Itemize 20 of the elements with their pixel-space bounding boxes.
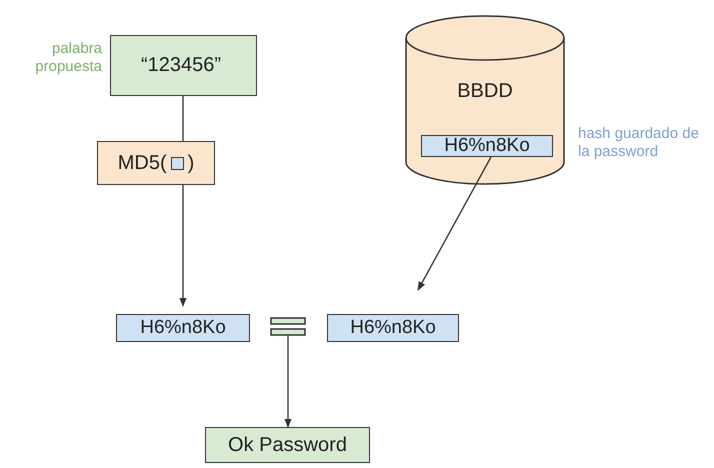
function-text: ) xyxy=(188,152,194,174)
hash-box xyxy=(327,314,459,342)
box-label: H6%n8Ko xyxy=(444,135,530,157)
box-label: “123456” xyxy=(141,54,222,77)
equals-sign xyxy=(270,316,306,338)
arrow xyxy=(179,185,187,307)
process-box xyxy=(205,427,370,463)
annotation-text: palabra propuesta xyxy=(34,40,102,76)
process-box xyxy=(110,35,257,96)
arrow xyxy=(417,156,492,291)
function-box xyxy=(97,141,215,185)
box-label: Ok Password xyxy=(228,434,347,456)
arrow xyxy=(284,335,292,428)
annotation-text: hash guardado de la password xyxy=(578,125,700,161)
hash-box xyxy=(116,314,250,342)
box-label: H6%n8Ko xyxy=(350,317,436,339)
database-label: BBDD xyxy=(456,80,514,103)
box-label: H6%n8Ko xyxy=(140,317,226,339)
function-text: MD5( xyxy=(118,152,167,174)
hash-box xyxy=(421,135,553,157)
